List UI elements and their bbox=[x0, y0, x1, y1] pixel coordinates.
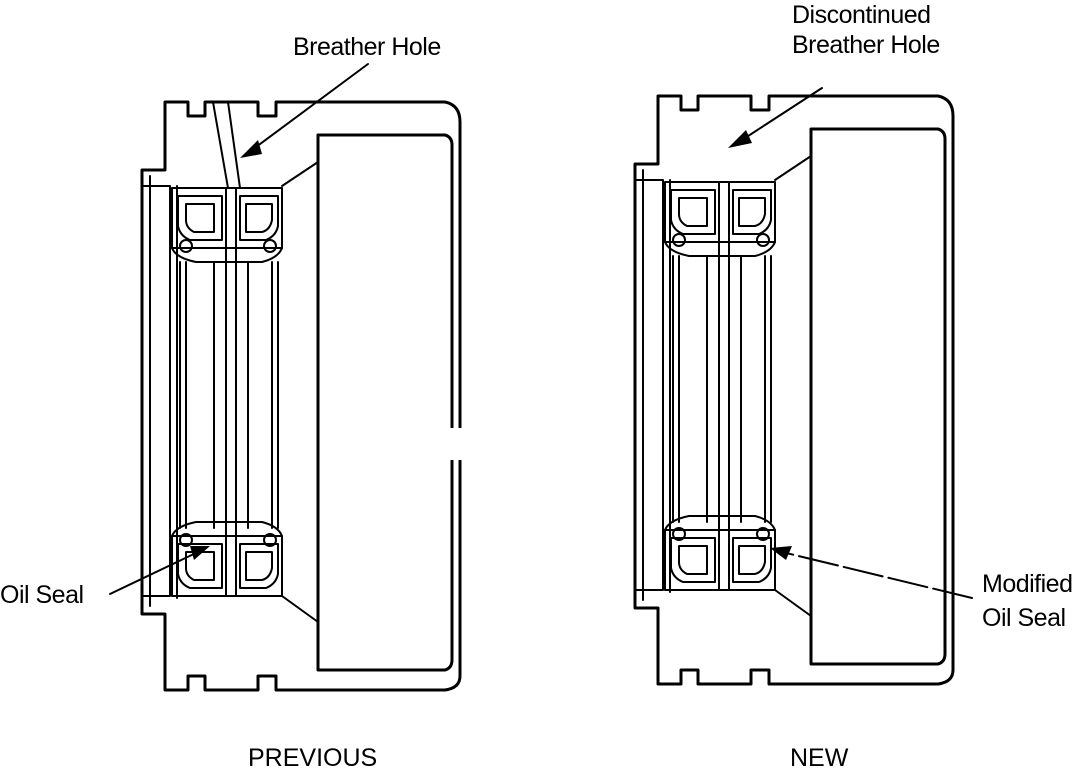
discontinued-label-line2: Breather Hole bbox=[792, 31, 940, 59]
discontinued-label-line1: Discontinued bbox=[792, 1, 931, 29]
previous-seal-drawing bbox=[140, 100, 464, 692]
new-seal-drawing bbox=[633, 94, 955, 686]
modified-oil-seal-arrow bbox=[770, 546, 973, 599]
breather-hole-arrow bbox=[240, 63, 369, 158]
discontinued-breather-arrow bbox=[728, 87, 823, 148]
breather-hole-label: Breather Hole bbox=[293, 33, 441, 61]
previous-caption: PREVIOUS bbox=[248, 744, 378, 772]
new-caption: NEW bbox=[790, 744, 849, 772]
modified-oil-seal-label-line1: Modified bbox=[982, 570, 1073, 598]
oil-seal-arrow bbox=[109, 546, 210, 595]
oil-seal-label: Oil Seal bbox=[0, 581, 84, 609]
modified-oil-seal-label-line2: Oil Seal bbox=[982, 604, 1066, 632]
